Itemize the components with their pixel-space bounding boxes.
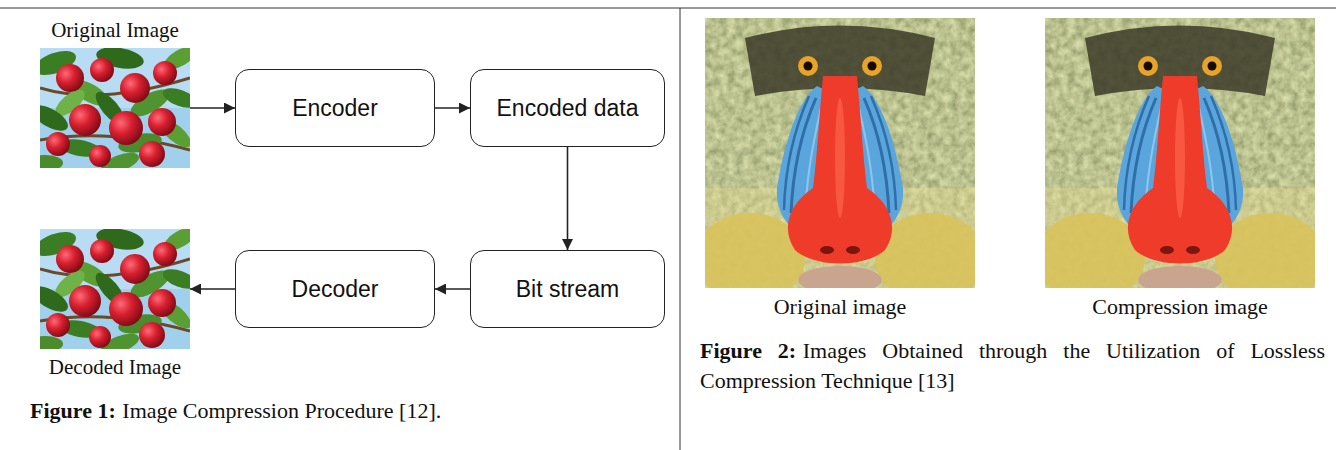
process-box: Decoder xyxy=(235,250,435,328)
figure-caption: Figure 1:Image Compression Procedure [12… xyxy=(30,396,660,426)
flow-arrow xyxy=(190,107,235,109)
label-holder: Original image xyxy=(774,294,907,320)
table-rule xyxy=(0,8,1336,9)
image-caption: Original image xyxy=(774,294,907,320)
label-holder: Compression image xyxy=(1092,294,1267,320)
flow-arrow xyxy=(435,288,470,290)
caption-text: Image Compression Procedure [12]. xyxy=(122,398,441,423)
figure-caption: Figure 2:Images Obtained through the Uti… xyxy=(700,336,1325,395)
image-caption: Compression image xyxy=(1092,294,1267,320)
flow-arrow xyxy=(567,147,569,250)
label-holder: Original Image xyxy=(51,18,179,43)
box-label: Encoder xyxy=(292,95,378,122)
image-label: Original Image xyxy=(51,18,179,43)
label-holder: Decoded Image xyxy=(49,355,181,380)
flow-arrow xyxy=(435,107,470,109)
process-box: Encoded data xyxy=(470,69,665,147)
image-label: Decoded Image xyxy=(49,355,181,380)
baboon-photo xyxy=(695,18,985,303)
figure-number: Figure 2: xyxy=(700,338,796,363)
table-divider xyxy=(680,8,681,450)
process-box: Encoder xyxy=(235,69,435,147)
figure-number: Figure 1: xyxy=(30,398,116,423)
flow-arrow xyxy=(190,288,235,290)
baboon-photo xyxy=(1035,18,1325,303)
apple-photo xyxy=(27,42,200,177)
box-label: Decoder xyxy=(292,276,379,303)
box-label: Bit stream xyxy=(516,276,620,303)
box-label: Encoded data xyxy=(497,95,639,122)
image-node: Decoded Image xyxy=(40,229,190,349)
process-box: Bit stream xyxy=(470,250,665,328)
apple-photo xyxy=(27,223,200,358)
image-node: Original Image xyxy=(40,48,190,168)
